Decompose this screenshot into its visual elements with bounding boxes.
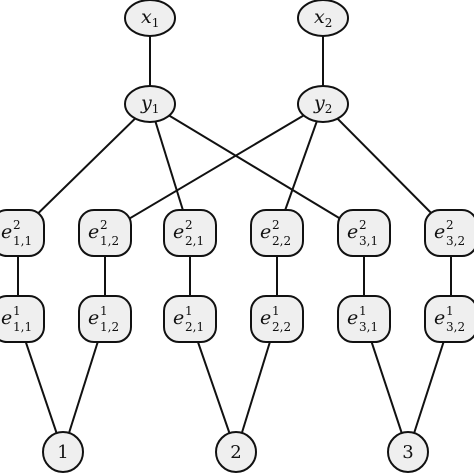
node-shape	[424, 295, 474, 343]
node-shape	[163, 295, 217, 343]
node-label: 2	[230, 442, 241, 463]
node-y1: y1	[124, 85, 176, 123]
node-label: 1	[57, 442, 68, 463]
node-shape	[78, 209, 132, 257]
node-shape	[250, 295, 304, 343]
node-shape	[250, 209, 304, 257]
edge-y2-e2_32	[322, 103, 452, 234]
node-shape	[337, 295, 391, 343]
node-x2: x2	[297, 0, 349, 37]
node-y2: y2	[297, 85, 349, 123]
node-label: 3	[402, 442, 413, 463]
node-shape	[297, 0, 349, 37]
edge-y2-e2_12	[104, 103, 324, 234]
node-label: y1	[140, 92, 159, 116]
node-n2: 2	[215, 431, 257, 473]
node-label: x1	[141, 6, 159, 30]
node-label: y2	[313, 92, 332, 116]
node-shape	[163, 209, 217, 257]
node-shape	[337, 209, 391, 257]
node-shape	[215, 431, 257, 473]
edge-y1-e2_31	[149, 103, 365, 234]
node-n1: 1	[42, 431, 84, 473]
node-shape	[387, 431, 429, 473]
node-shape	[0, 295, 45, 343]
node-label: x2	[314, 6, 332, 30]
node-shape	[42, 431, 84, 473]
node-x1: x1	[124, 0, 176, 37]
edge-y1-e2_11	[17, 103, 151, 234]
node-shape	[124, 85, 176, 123]
node-shape	[78, 295, 132, 343]
node-shape	[424, 209, 474, 257]
node-n3: 3	[387, 431, 429, 473]
node-shape	[124, 0, 176, 37]
node-shape	[297, 85, 349, 123]
node-shape	[0, 209, 45, 257]
